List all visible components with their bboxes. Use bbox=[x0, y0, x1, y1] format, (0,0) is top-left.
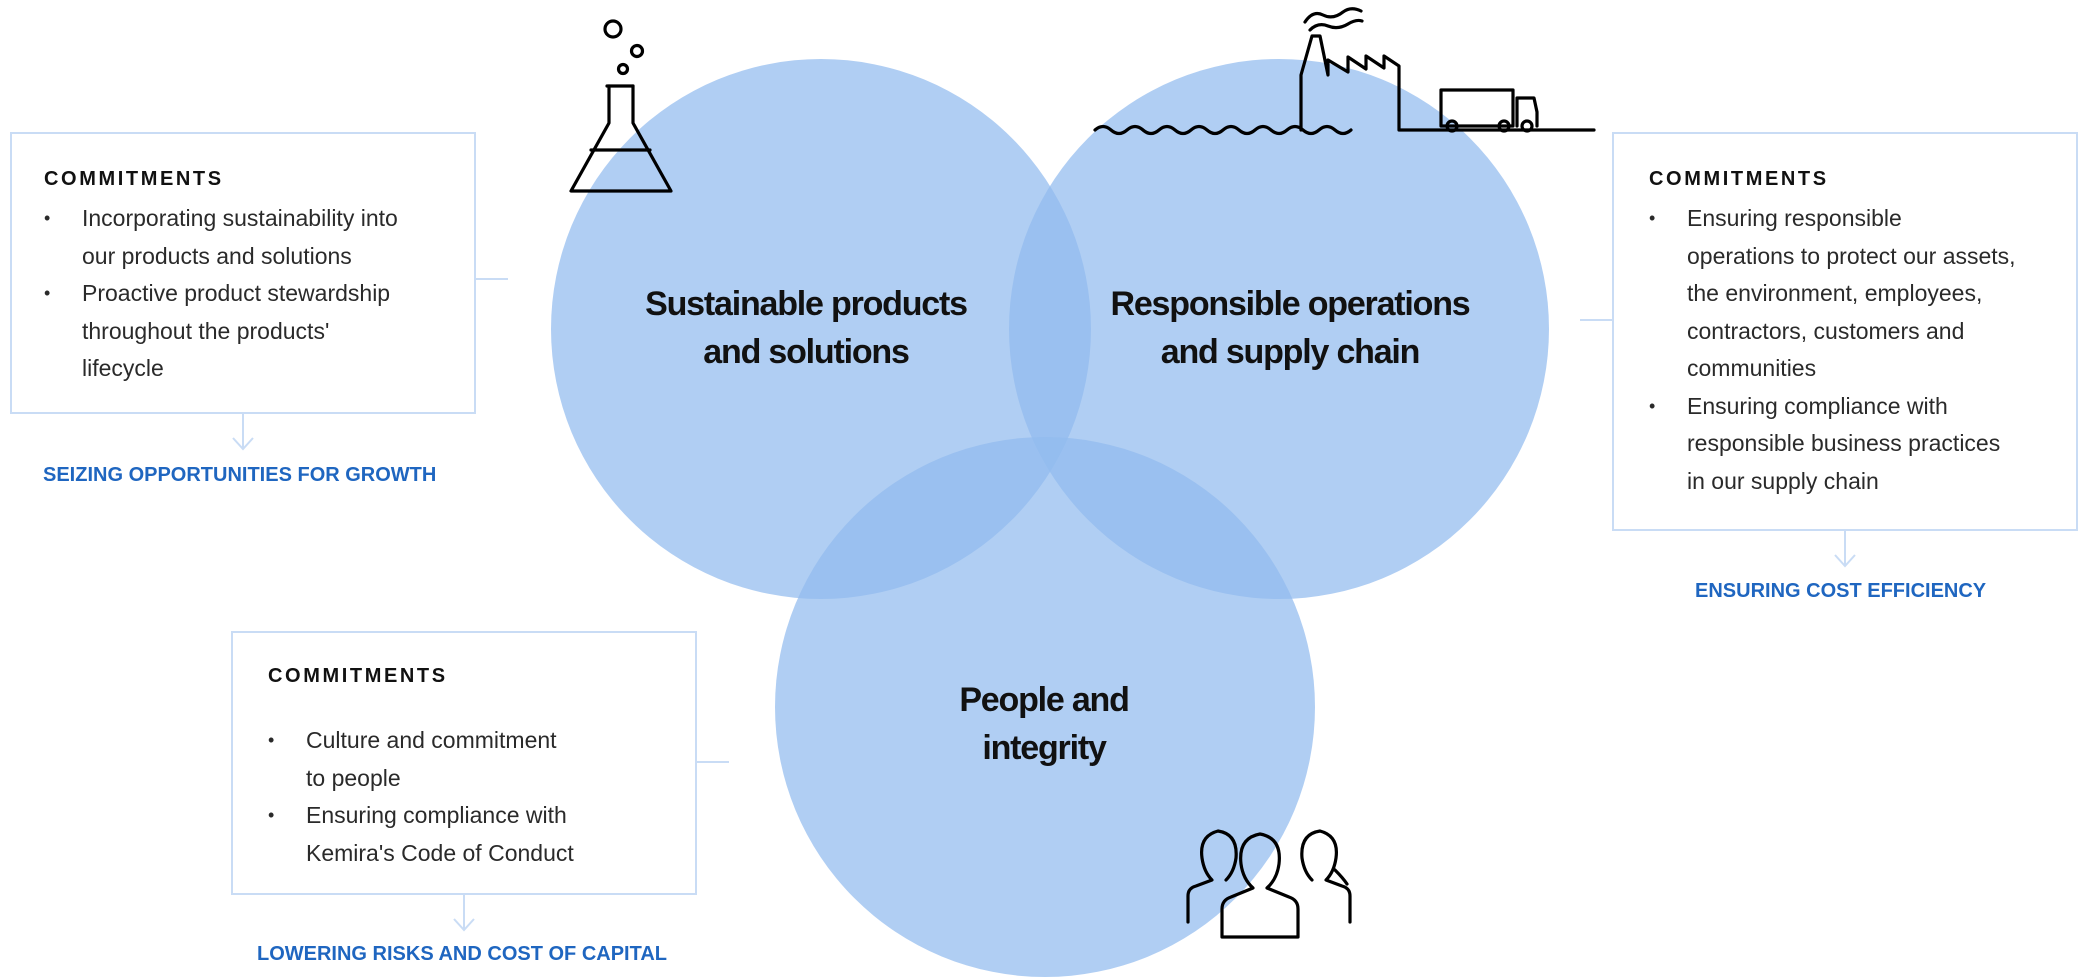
list-item: Ensuring compliance with responsible bus… bbox=[1649, 388, 2064, 501]
list-item: Proactive product stewardship throughout… bbox=[44, 275, 454, 388]
commitments-list: Ensuring responsible operations to prote… bbox=[1649, 200, 2064, 500]
arrow-down-icon bbox=[232, 414, 254, 451]
list-item-line: Culture and commitment bbox=[306, 727, 557, 753]
commitments-list: Incorporating sustainability into our pr… bbox=[44, 200, 454, 388]
list-item-line: contractors, customers and bbox=[1687, 317, 1965, 344]
circle-title-products: Sustainable products and solutions bbox=[606, 280, 1006, 376]
circle-title-line: People and bbox=[959, 681, 1130, 719]
list-item: Ensuring responsible operations to prote… bbox=[1649, 200, 2064, 388]
list-item: Incorporating sustainability into our pr… bbox=[44, 200, 454, 275]
list-item: Ensuring compliance with Kemira's Code o… bbox=[268, 797, 678, 872]
list-item-line: Incorporating sustainability into bbox=[82, 205, 398, 231]
commitments-box-operations: COMMITMENTS Ensuring responsible operati… bbox=[1612, 132, 2078, 531]
circle-title-operations: Responsible operations and supply chain bbox=[1090, 280, 1490, 376]
circle-title-line: and solutions bbox=[703, 333, 910, 371]
circle-title-line: and supply chain bbox=[1160, 333, 1421, 371]
commitments-box-people: COMMITMENTS Culture and commitment to pe… bbox=[231, 631, 697, 895]
list-item: Culture and commitment to people bbox=[268, 722, 678, 797]
list-item-line: operations to protect our assets, bbox=[1687, 242, 2016, 269]
list-item-line: Ensuring responsible bbox=[1687, 205, 1902, 231]
list-item-line: to people bbox=[306, 764, 401, 791]
commitments-heading: COMMITMENTS bbox=[44, 168, 224, 190]
outcome-label-growth: SEIZING OPPORTUNITIES FOR GROWTH bbox=[43, 464, 437, 486]
list-item-line: Ensuring compliance with bbox=[306, 802, 567, 828]
list-item-line: the environment, employees, bbox=[1687, 280, 1983, 306]
arrow-down-icon bbox=[1834, 531, 1856, 568]
list-item-line: in our supply chain bbox=[1687, 467, 1879, 494]
arrow-down-icon bbox=[453, 895, 475, 932]
commitments-heading: COMMITMENTS bbox=[1649, 168, 1829, 190]
list-item-line: communities bbox=[1687, 355, 1817, 381]
list-item-line: Ensuring compliance with bbox=[1687, 392, 1948, 419]
list-item-line: Kemira's Code of Conduct bbox=[306, 839, 574, 866]
circle-title-line: integrity bbox=[982, 729, 1107, 767]
outcome-label-risks: LOWERING RISKS AND COST OF CAPITAL bbox=[257, 943, 667, 965]
list-item-line: Proactive product stewardship bbox=[82, 280, 391, 306]
outcome-label-cost-efficiency: ENSURING COST EFFICIENCY bbox=[1695, 580, 1987, 602]
commitments-list: Culture and commitment to people Ensurin… bbox=[268, 722, 678, 872]
commitments-box-products: COMMITMENTS Incorporating sustainability… bbox=[10, 132, 476, 414]
list-item-line: lifecycle bbox=[82, 355, 164, 381]
list-item-line: throughout the products' bbox=[82, 317, 330, 344]
circle-title-line: Responsible operations bbox=[1110, 285, 1470, 323]
list-item-line: our products and solutions bbox=[82, 242, 352, 269]
circle-title-people: People and integrity bbox=[844, 676, 1244, 772]
commitments-heading: COMMITMENTS bbox=[268, 665, 448, 687]
list-item-line: responsible business practices bbox=[1687, 430, 2001, 456]
circle-title-line: Sustainable products bbox=[645, 285, 968, 323]
